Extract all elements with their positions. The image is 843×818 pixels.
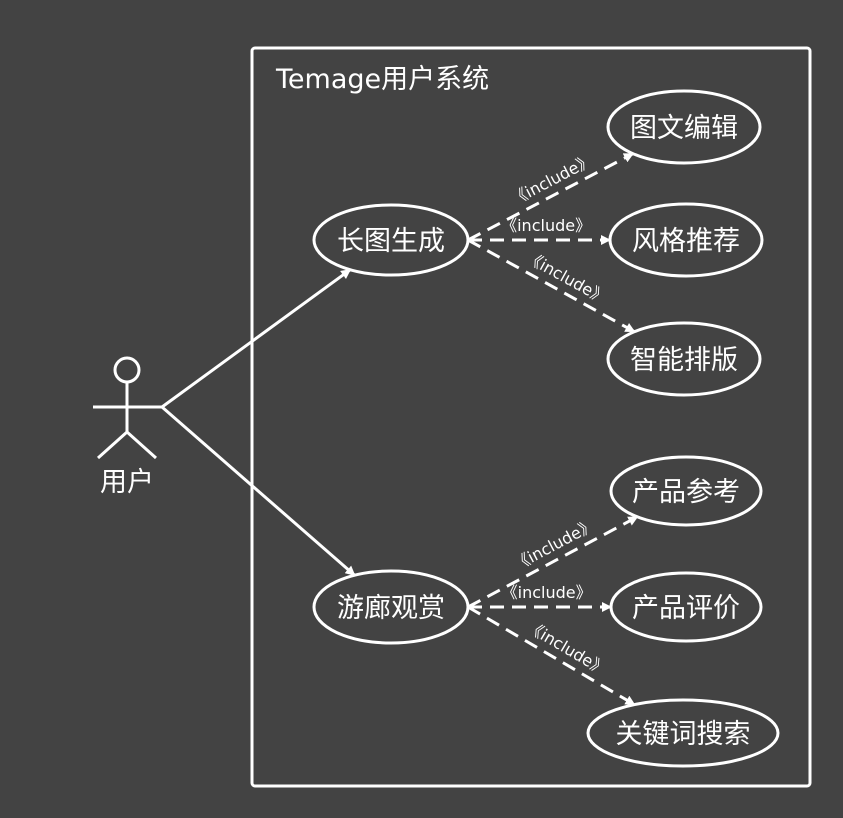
use-case-layout[interactable]: 智能排版 [606, 321, 762, 397]
use-case-search[interactable]: 关键词搜索 [586, 698, 780, 768]
use-case-longimg[interactable]: 长图生成 [312, 203, 470, 277]
use-case-label: 产品评价 [632, 593, 740, 624]
use-case-label: 产品参考 [632, 477, 740, 508]
use-case-label: 长图生成 [337, 226, 445, 257]
include-label: 《include》 [502, 583, 592, 602]
association-arrow [161, 268, 352, 409]
use-case-ellipse [606, 321, 762, 397]
include-label: 《include》 [508, 150, 597, 209]
association-lines [161, 268, 356, 577]
association-arrow [161, 405, 356, 577]
use-case-ref[interactable]: 产品参考 [609, 455, 763, 527]
use-case-ellipse [312, 569, 470, 645]
include-arrow [467, 605, 636, 706]
system-title: Temage用户系统 [275, 64, 489, 95]
include-arrow [467, 152, 634, 242]
actor-label: 用户 [100, 467, 154, 498]
use-case-label: 游廊观赏 [337, 593, 445, 624]
include-arrow [467, 515, 639, 609]
use-case-style[interactable]: 风格推荐 [608, 202, 764, 278]
include-arrow [467, 238, 636, 334]
use-case-label: 风格推荐 [632, 226, 740, 257]
include-labels: 《include》《include》《include》《include》《inc… [501, 150, 610, 679]
use-case-ellipse [608, 202, 764, 278]
use-case-label: 图文编辑 [630, 113, 738, 144]
use-case-label: 关键词搜索 [616, 719, 751, 750]
include-lines [467, 152, 639, 706]
use-case-ellipse [609, 571, 763, 643]
stick-figure-actor-icon[interactable] [93, 356, 162, 460]
use-case-label: 智能排版 [630, 345, 738, 376]
include-label: 《include》 [501, 216, 591, 235]
use-case-review[interactable]: 产品评价 [609, 571, 763, 643]
use-case-edit[interactable]: 图文编辑 [606, 89, 762, 165]
use-case-gallery[interactable]: 游廊观赏 [312, 569, 470, 645]
system-boundary [250, 46, 812, 788]
use-case-ellipse [312, 203, 470, 277]
use-case-ellipse [586, 698, 780, 768]
use-case-ellipse [609, 455, 763, 527]
use-case-ellipse [606, 89, 762, 165]
